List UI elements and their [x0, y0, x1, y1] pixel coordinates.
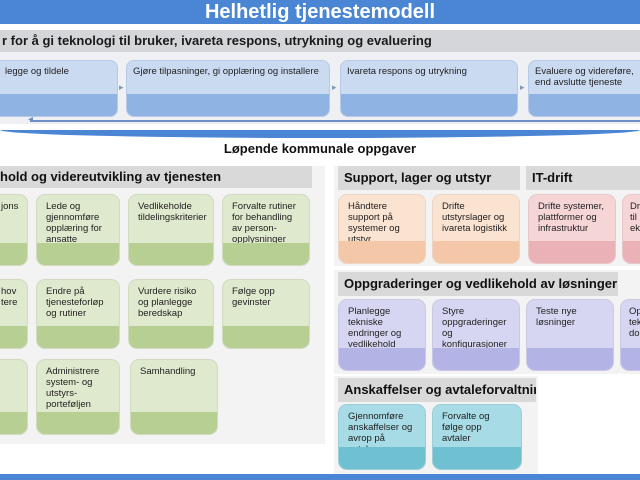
task-card: Drifte systemer, plattformer og infrastr…: [528, 194, 616, 264]
support-header: Support, lager og utstyr: [338, 166, 520, 190]
task-label: Vurdere risiko og planlegge beredskap: [138, 286, 197, 319]
task-card: Håndtere support på systemer og utstyr: [338, 194, 426, 264]
section-subheading: Løpende kommunale oppgaver: [223, 141, 417, 156]
task-label: Samhandling: [140, 366, 196, 377]
task-label: hov tere: [1, 286, 18, 308]
task-card: Vurdere risiko og planlegge beredskap: [128, 279, 214, 349]
procurement-header: Anskaffelser og avtaleforvaltning: [338, 378, 536, 402]
task-label: Håndtere support på systemer og utstyr: [348, 201, 400, 245]
task-card: Planlegge tekniske endringer og vedlikeh…: [338, 299, 426, 371]
maintenance-header: hold og videreutvikling av tjenesten: [0, 166, 312, 188]
task-label: Følge opp gevinster: [232, 286, 275, 308]
task-card: Drifte utstyrslager og ivareta logistikk: [432, 194, 520, 264]
task-card: Vedlikeholde tildelingskriterier: [128, 194, 214, 266]
task-card: Dri til ek: [622, 194, 640, 264]
process-step-1: legge og tildele: [0, 60, 118, 117]
process-step-4: Evaluere og videreføre, end avslutte tje…: [528, 60, 640, 117]
task-label: Dri til ek: [630, 201, 640, 234]
task-label: Drifte utstyrslager og ivareta logistikk: [442, 201, 507, 234]
task-card: Teste nye løsninger: [526, 299, 614, 371]
process-step-3: Ivareta respons og utrykning: [340, 60, 518, 117]
task-label: Administrere system- og utstyrs-porteføl…: [46, 366, 100, 410]
process-step-label: Gjøre tilpasninger, gi opplæring og inst…: [133, 66, 319, 77]
arrow-left-icon: ◂: [28, 114, 34, 125]
task-card: Forvalte og følge opp avtaler: [432, 404, 522, 470]
task-label: Drifte systemer, plattformer og infrastr…: [538, 201, 604, 234]
process-header: r for å gi teknologi til bruker, ivareta…: [0, 30, 640, 52]
task-card: Forvalte rutiner for behandling av perso…: [222, 194, 310, 266]
arrow-right-icon: ▸: [119, 82, 124, 92]
itdrift-header: IT-drift: [526, 166, 640, 190]
task-label: jons: [1, 201, 19, 212]
task-card: Følge opp gevinster: [222, 279, 310, 349]
task-label: Vedlikeholde tildelingskriterier: [138, 201, 207, 223]
task-card: [0, 359, 28, 435]
task-label: Endre på tjenesteforløp og rutiner: [46, 286, 104, 319]
process-step-bottom: [0, 94, 117, 116]
task-label: Styre oppgraderinger og konfigurasjoner: [442, 306, 507, 350]
process-step-bottom: [127, 94, 329, 116]
bottom-border: [0, 474, 640, 480]
task-card: Styre oppgraderinger og konfigurasjoner: [432, 299, 520, 371]
page-title: Helhetlig tjenestemodell: [0, 0, 640, 24]
task-label: Teste nye løsninger: [536, 306, 577, 328]
process-step-bottom: [341, 94, 517, 116]
process-step-label: Ivareta respons og utrykning: [347, 66, 467, 77]
task-card: Gjennomføre anskaffelser og avrop på avt…: [338, 404, 426, 470]
process-step-bottom: [529, 94, 640, 116]
task-label: Lede og gjennomføre opplæring for ansatt…: [46, 201, 102, 245]
arrow-right-icon: ▸: [520, 82, 525, 92]
task-label: Forvalte og følge opp avtaler: [442, 411, 490, 444]
task-label: Forvalte rutiner for behandling av perso…: [232, 201, 296, 245]
task-label: [0, 360, 27, 372]
process-step-label: Evaluere og videreføre, end avslutte tje…: [535, 66, 634, 88]
task-card: Endre på tjenesteforløp og rutiner: [36, 279, 120, 349]
task-card: jons: [0, 194, 28, 266]
process-step-label: legge og tildele: [5, 66, 69, 77]
arrow-right-icon: ▸: [332, 82, 337, 92]
task-card: Administrere system- og utstyrs-porteføl…: [36, 359, 120, 435]
task-card: Op tek do: [620, 299, 640, 371]
upgrades-header: Oppgraderinger og vedlikehold av løsning…: [338, 272, 618, 296]
process-step-2: Gjøre tilpasninger, gi opplæring og inst…: [126, 60, 330, 117]
task-card: Lede og gjennomføre opplæring for ansatt…: [36, 194, 120, 266]
divider-swoosh: [0, 130, 640, 138]
task-label: Planlegge tekniske endringer og vedlikeh…: [348, 306, 402, 350]
task-card: hov tere: [0, 279, 28, 349]
task-label: Op tek do: [629, 306, 640, 339]
task-card: Samhandling: [130, 359, 218, 435]
feedback-loop-line: [30, 120, 640, 122]
